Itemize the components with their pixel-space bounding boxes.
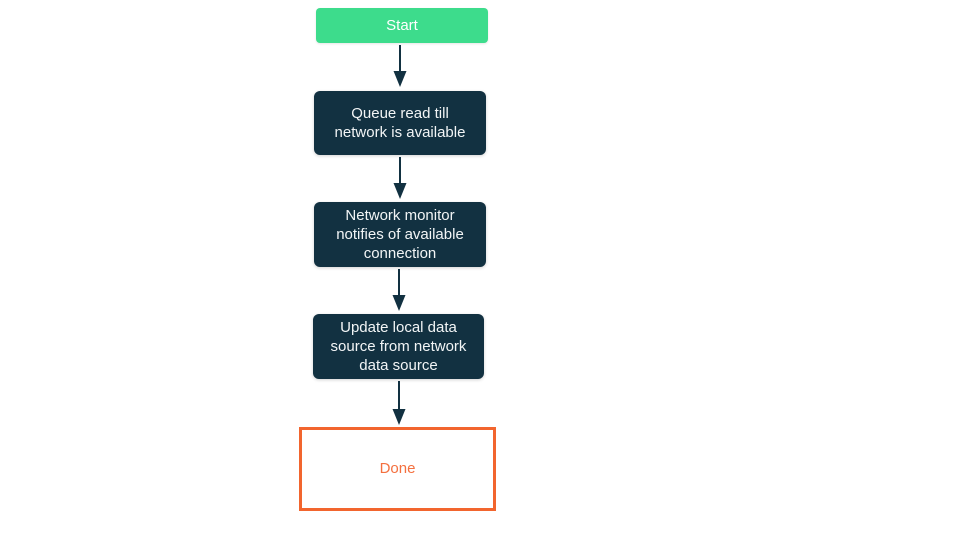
edge-start-to-queue	[391, 45, 409, 89]
arrow-down-icon	[393, 157, 407, 199]
node-update-local-data-source-label: Update local data source from network da…	[330, 319, 467, 374]
node-queue-read[interactable]: Queue read till network is available	[314, 91, 486, 155]
edge-queue-to-monitor	[391, 157, 409, 201]
node-queue-read-label: Queue read till network is available	[334, 105, 466, 141]
arrow-down-icon	[392, 381, 406, 425]
node-update-local-data-source[interactable]: Update local data source from network da…	[313, 314, 484, 379]
node-network-monitor[interactable]: Network monitor notifies of available co…	[314, 202, 486, 267]
edge-monitor-to-update	[390, 269, 408, 313]
arrow-down-icon	[393, 45, 407, 87]
node-start-label: Start	[386, 16, 418, 34]
arrow-down-icon	[392, 269, 406, 311]
node-start[interactable]: Start	[316, 8, 488, 43]
node-done-label: Done	[379, 460, 416, 477]
node-done[interactable]: Done	[299, 427, 496, 511]
node-network-monitor-label: Network monitor notifies of available co…	[336, 207, 464, 262]
edge-update-to-done	[390, 381, 408, 427]
